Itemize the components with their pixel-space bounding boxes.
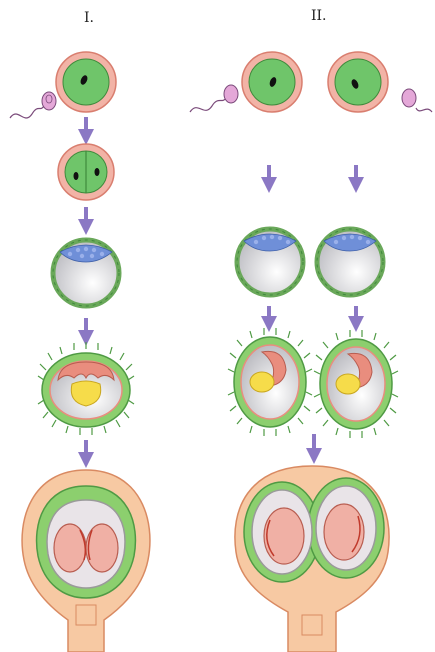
- blastocyst-i: [53, 240, 119, 306]
- panel-label-ii: II.: [311, 8, 327, 24]
- sperm-i: [10, 92, 56, 118]
- blastocyst-ii-left: [237, 229, 303, 295]
- panel-label-i: I.: [84, 10, 94, 26]
- zygote-i: [56, 52, 116, 112]
- two-cell-i: [58, 144, 114, 200]
- blastocyst-ii-right: [317, 229, 383, 295]
- sperm-ii-left: [190, 85, 238, 112]
- uterus-ii: [235, 466, 389, 652]
- sperm-ii-right: [402, 89, 432, 112]
- uterus-i: [22, 470, 150, 652]
- oocyte-ii-left: [242, 52, 302, 112]
- bilaminar-embryo-i: [38, 342, 134, 435]
- bilaminar-embryo-ii-right: [314, 330, 398, 438]
- oocyte-ii-right: [328, 52, 388, 112]
- bilaminar-embryo-ii-left: [228, 328, 312, 436]
